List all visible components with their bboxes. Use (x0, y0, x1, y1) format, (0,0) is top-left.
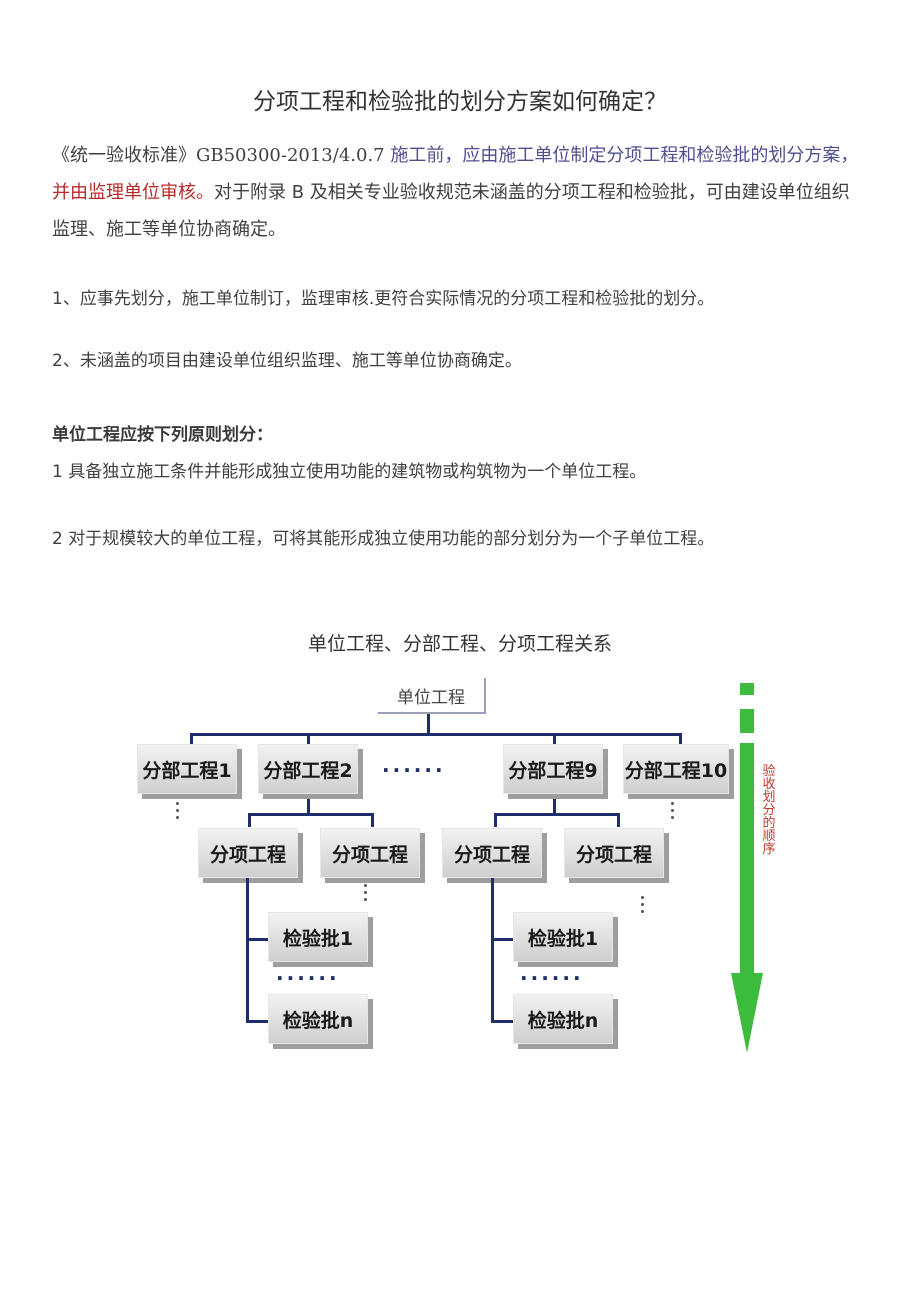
connector-line (248, 813, 374, 816)
diagram-title: 单位工程、分部工程、分项工程关系 (307, 633, 612, 655)
subitem-node: 分项工程 (198, 828, 298, 878)
connector-line (491, 938, 513, 941)
connector-line (491, 878, 494, 1021)
connector-line (679, 733, 682, 744)
batch-node: 检验批n (268, 994, 368, 1044)
connector-line (553, 733, 556, 744)
subitem-node: 分项工程 (320, 828, 420, 878)
vertical-ellipsis (641, 896, 644, 917)
connector-line (494, 813, 620, 816)
division-node: 分部工程2 (258, 744, 358, 794)
division-node: 分部工程10 (623, 744, 729, 794)
connector-line (307, 733, 310, 744)
connector-line (494, 813, 497, 827)
connector-line (246, 938, 268, 941)
arrow-label: 验收划分的顺序 (762, 764, 776, 857)
separator: ， (840, 145, 859, 166)
highlight-blue-text: 施工前，应由施工单位制定分项工程和检验批的划分方案 (390, 145, 841, 166)
connector-line (371, 813, 374, 827)
principles-heading: 单位工程应按下列原则划分： (52, 425, 273, 445)
subitem-node: 分项工程 (442, 828, 542, 878)
root-node: 单位工程 (378, 678, 486, 714)
batch-node: 检验批1 (513, 912, 613, 962)
connector-line (190, 733, 193, 744)
intro-paragraph: 《统一验收标准》GB50300-2013/4.0.7 施工前，应由施工单位制定分… (52, 137, 864, 248)
batch-node: 检验批1 (268, 912, 368, 962)
division-node: 分部工程1 (137, 744, 237, 794)
connector-line (246, 1020, 268, 1023)
subitem-node: 分项工程 (564, 828, 664, 878)
batch-node: 检验批n (513, 994, 613, 1044)
connector-line (190, 733, 682, 736)
list-item: 2、未涵盖的项目由建设单位组织监理、施工等单位协商确定。 (52, 351, 522, 371)
connector-line (617, 813, 620, 827)
division-node: 分部工程9 (503, 744, 603, 794)
connector-line (248, 813, 251, 827)
page-title: 分项工程和检验批的划分方案如何确定？ (253, 89, 667, 115)
vertical-ellipsis (671, 802, 674, 823)
list-item: 1、应事先划分，施工单位制订，监理审核.更符合实际情况的分项工程和检验批的划分。 (52, 289, 715, 309)
division-ellipsis: ······ (382, 758, 446, 782)
principle-rule: 1 具备独立施工条件并能形成独立使用功能的建筑物或构筑物为一个单位工程。 (52, 462, 647, 482)
intro-rest: 对于附录 B 及相关专业验收规范未涵盖的分项工程和检验批，可由建设单位组织监理、… (52, 182, 850, 240)
connector-line (246, 878, 249, 1021)
connector-line (427, 714, 430, 734)
standard-reference: 《统一验收标准》GB50300-2013/4.0.7 (52, 145, 391, 166)
highlight-red-text: 并由监理单位审核。 (52, 182, 214, 203)
connector-line (307, 799, 310, 815)
batch-ellipsis: ······ (520, 966, 584, 990)
sequence-arrow-icon (731, 683, 763, 1053)
vertical-ellipsis (176, 802, 179, 823)
connector-line (553, 799, 556, 815)
vertical-ellipsis (364, 884, 367, 905)
batch-ellipsis: ······ (276, 966, 340, 990)
principle-rule: 2 对于规模较大的单位工程，可将其能形成独立使用功能的部分划分为一个子单位工程。 (52, 529, 715, 549)
connector-line (491, 1020, 513, 1023)
